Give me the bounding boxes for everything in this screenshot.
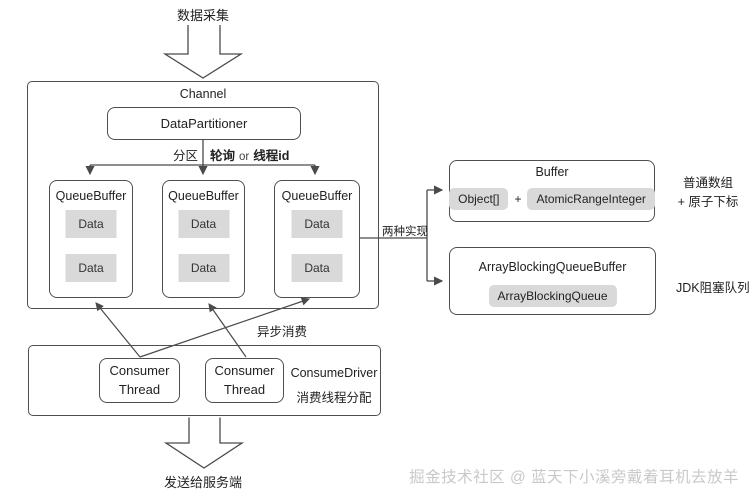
implementation-connectors xyxy=(359,185,444,286)
strategy-or: or xyxy=(239,151,250,163)
array-blocking-queue-buffer-box: ArrayBlockingQueueBuffer ArrayBlockingQu… xyxy=(449,247,656,315)
bottom-arrow-label: 发送给服务端 xyxy=(163,475,242,490)
array-blocking-queue-buffer-title: ArrayBlockingQueueBuffer xyxy=(478,260,627,274)
consume-driver-box: Consumer Thread Consumer Thread ConsumeD… xyxy=(28,345,381,416)
bottom-flow-arrow-icon xyxy=(163,417,245,469)
buffer-note: 普通数组 + 原子下标 xyxy=(668,174,748,213)
queue-buffer-box-3: QueueBuffer Data Data xyxy=(274,180,360,298)
consume-driver-caption: ConsumeDriver 消费线程分配 xyxy=(287,366,381,406)
data-cell: Data xyxy=(65,254,117,282)
consume-driver-subtitle: 消费线程分配 xyxy=(296,391,372,405)
array-blocking-queue-chip: ArrayBlockingQueue xyxy=(488,285,617,307)
top-arrow-label: 数据采集 xyxy=(176,8,229,23)
partition-connectors xyxy=(85,140,320,176)
consumer-thread-label: Consumer Thread xyxy=(214,363,275,397)
buffer-implementation-box: Buffer Object[] + AtomicRangeInteger xyxy=(449,160,655,222)
object-array-chip: Object[] xyxy=(449,188,509,210)
buffer-note-line1: 普通数组 xyxy=(682,176,733,190)
consumer-thread-box-2: Consumer Thread xyxy=(205,358,284,403)
consume-driver-title: ConsumeDriver xyxy=(290,366,378,380)
data-cell: Data xyxy=(65,210,117,238)
strategy-round-robin: 轮询 xyxy=(210,149,236,163)
watermark-text: 掘金技术社区 @ 蓝天下小溪旁戴着耳机去放羊 xyxy=(409,469,739,486)
async-consume-label: 异步消费 xyxy=(257,325,308,339)
atomic-range-integer-chip: AtomicRangeInteger xyxy=(527,188,655,210)
buffer-note-line2: + 原子下标 xyxy=(677,195,739,210)
consumer-thread-box-1: Consumer Thread xyxy=(99,358,180,403)
plus-sign: + xyxy=(514,192,522,206)
two-implementations-label: 两种实现 xyxy=(382,226,428,238)
data-cell: Data xyxy=(178,254,229,282)
data-cell: Data xyxy=(291,254,343,282)
buffer-components-row: Object[] + AtomicRangeInteger xyxy=(449,188,655,210)
queue-buffer-title: QueueBuffer xyxy=(281,189,353,203)
channel-title: Channel xyxy=(179,87,227,101)
strategy-thread-id: 线程id xyxy=(253,149,290,163)
data-cell: Data xyxy=(178,210,229,238)
data-cell: Data xyxy=(291,210,343,238)
consumer-thread-label: Consumer Thread xyxy=(109,363,170,397)
queue-buffer-title: QueueBuffer xyxy=(168,189,239,203)
buffer-title: Buffer xyxy=(535,165,569,179)
queue-buffer-box-2: QueueBuffer Data Data xyxy=(162,180,245,298)
data-partitioner-box: DataPartitioner xyxy=(107,107,301,140)
jdk-blocking-queue-note: JDK阻塞队列 xyxy=(676,281,750,295)
top-flow-arrow-icon xyxy=(162,25,244,79)
queue-buffer-box-1: QueueBuffer Data Data xyxy=(49,180,133,298)
partition-label: 分区 xyxy=(172,149,198,163)
queue-buffer-title: QueueBuffer xyxy=(55,189,127,203)
